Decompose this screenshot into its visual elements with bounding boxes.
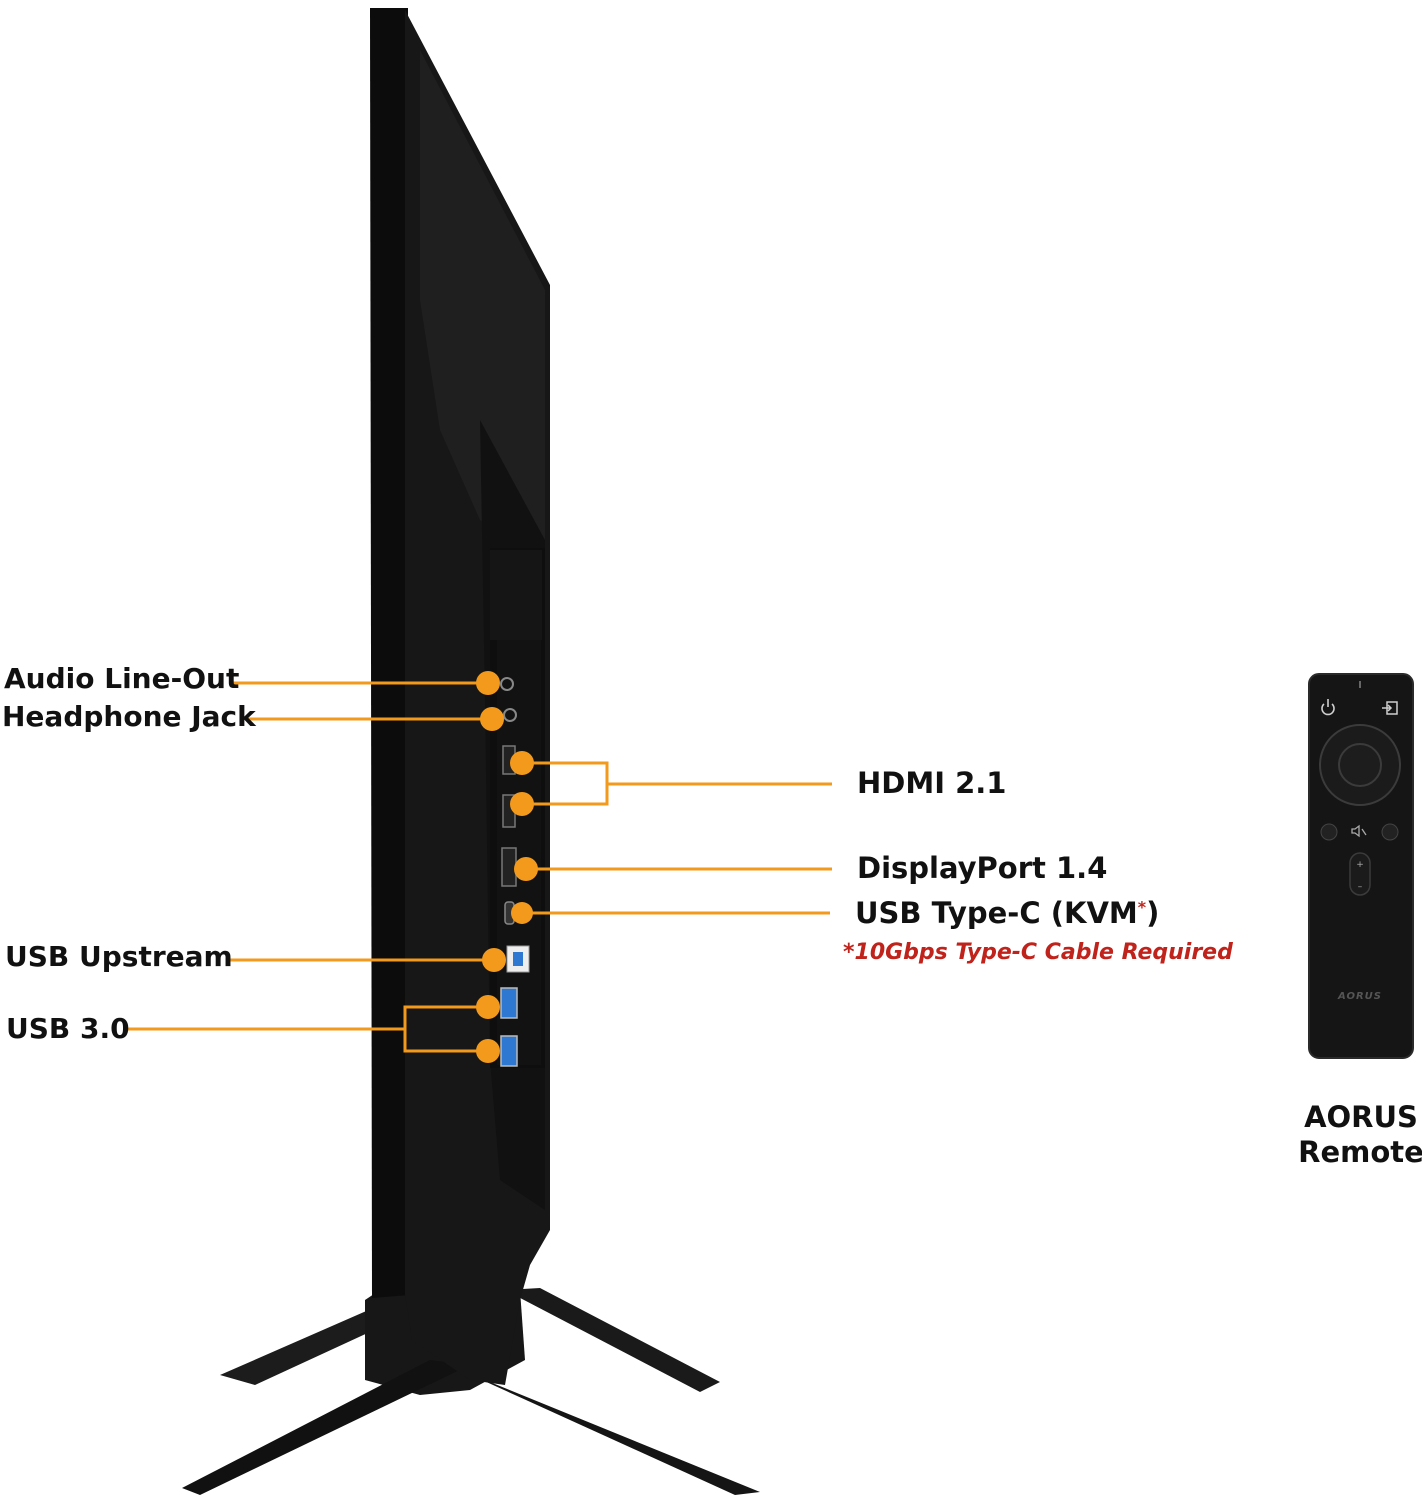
callout-dots (476, 671, 538, 1063)
audio-line-out-port (500, 677, 514, 691)
remote-caption: AORUS Remote (1292, 1100, 1422, 1170)
usb-upstream-port-inner (513, 952, 523, 966)
label-usb-upstream: USB Upstream (5, 940, 233, 973)
remote-space-button (1381, 823, 1399, 841)
label-hdmi: HDMI 2.1 (857, 766, 1007, 800)
stand-leg-front-right (460, 1370, 760, 1495)
callout-dot-audio (476, 671, 500, 695)
remote-ok-button (1338, 743, 1382, 787)
monitor-side-view (182, 8, 760, 1495)
label-headphone-jack: Headphone Jack (2, 700, 256, 733)
callout-dot-type-c (511, 902, 533, 924)
callout-dot-hdmi-1 (510, 751, 534, 775)
callout-dot-upstream (482, 948, 506, 972)
remote-logo: AORUS (1337, 991, 1382, 1002)
callout-dot-headphone (480, 707, 504, 731)
power-icon (1321, 699, 1335, 716)
usb-30-port-1 (500, 987, 518, 1019)
callout-dot-usb30-1 (476, 995, 500, 1019)
port-panel-upper (490, 550, 542, 640)
volume-plus: + (1356, 860, 1364, 870)
label-usb-30: USB 3.0 (6, 1012, 130, 1045)
label-usb-type-c-asterisk: * (1137, 897, 1147, 917)
displayport-port (501, 847, 517, 887)
label-usb-type-c-close: ) (1146, 896, 1160, 930)
label-type-c-note: *10Gbps Type-C Cable Required (843, 940, 1233, 965)
callout-dot-hdmi-2 (510, 792, 534, 816)
stand-leg-back-left (220, 1305, 400, 1385)
remote-caption-line2: Remote (1298, 1134, 1422, 1169)
volume-minus: – (1358, 882, 1363, 892)
stand-leg-front-left (182, 1360, 470, 1495)
label-audio-line-out: Audio Line-Out (4, 662, 240, 695)
label-displayport: DisplayPort 1.4 (857, 851, 1108, 885)
monitor-front-edge (370, 8, 410, 1298)
rear-shading (420, 50, 545, 560)
aorus-remote: + – AORUS (1308, 673, 1414, 1059)
input-icon (1382, 701, 1398, 715)
remote-caption-line1: AORUS (1304, 1100, 1418, 1134)
callout-dot-displayport (514, 857, 538, 881)
callouts (126, 681, 832, 1053)
label-usb-type-c-text: USB Type-C (KVM (855, 896, 1138, 930)
usb-30-port-2 (500, 1035, 518, 1067)
remote-action-button (1320, 823, 1338, 841)
mute-icon (1351, 824, 1367, 838)
remote-volume-rocker (1349, 852, 1371, 896)
headphone-jack-port (503, 708, 517, 722)
callout-dot-usb30-2 (476, 1039, 500, 1063)
stand-leg-back-right (505, 1288, 720, 1392)
label-usb-type-c: USB Type-C (KVM*) (855, 899, 1159, 928)
